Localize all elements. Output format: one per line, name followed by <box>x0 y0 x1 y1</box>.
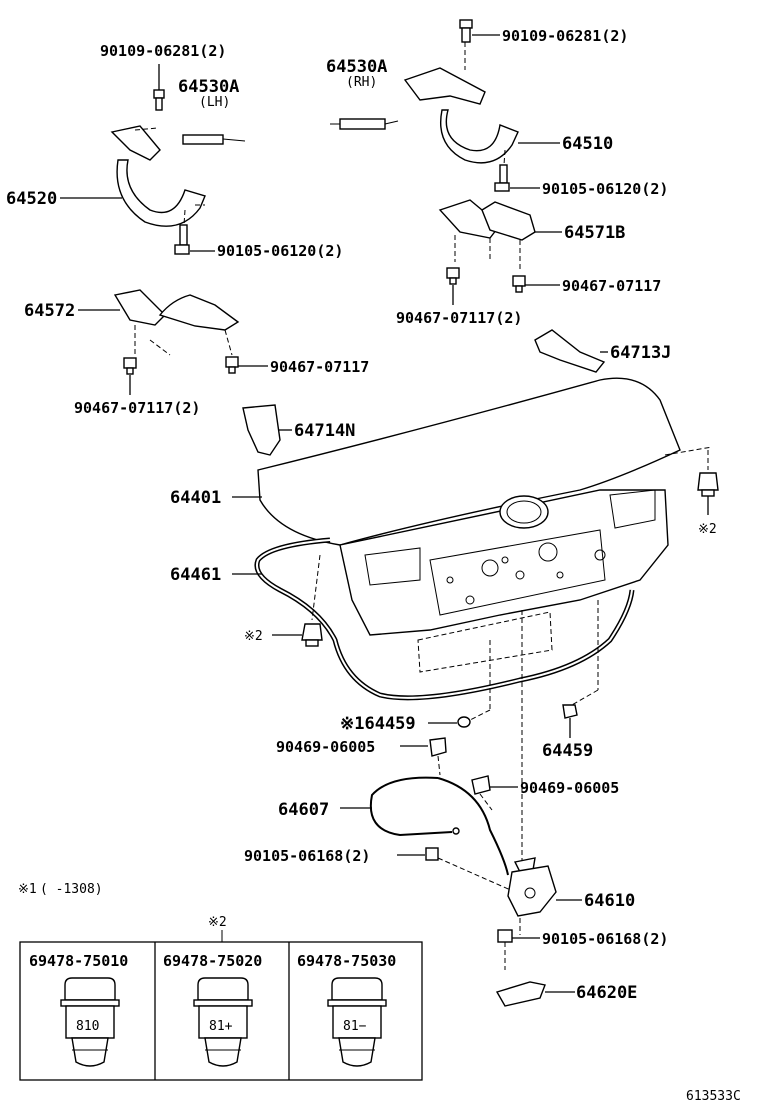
label-plug-1[interactable]: ※164459 <box>340 714 416 734</box>
cushion-part-no-1[interactable]: 69478-75010 <box>29 952 128 970</box>
label-bracket-rh[interactable]: 64571B <box>564 223 625 243</box>
label-clamp-1[interactable]: 90469-06005 <box>276 738 375 756</box>
label-clamp-2[interactable]: 90469-06005 <box>520 779 619 797</box>
label-cushion-right[interactable]: ※2 <box>698 522 717 537</box>
stay-lh-icon[interactable] <box>182 134 246 145</box>
label-cover-lh[interactable]: 64714N <box>294 421 355 441</box>
label-lock[interactable]: 64610 <box>584 891 635 911</box>
weatherstrip-icon[interactable] <box>254 537 635 701</box>
cushion-stamp-1: 810 <box>76 1019 99 1034</box>
footnote-text: ( -1308) <box>40 882 103 897</box>
cushion-left-icon[interactable] <box>301 623 323 647</box>
cover-rh-group: 64713J <box>534 329 671 373</box>
bracket-lh-group: 64572 90467-07117(2) 90467-07117 <box>24 289 369 417</box>
hinge-lh-icon[interactable] <box>110 125 206 227</box>
label-bolt-hinge-rh[interactable]: 90109-06281(2) <box>502 27 628 45</box>
hinge-lh-group: 90109-06281(2) 64530A (LH) 64520 90105-0… <box>6 42 343 260</box>
lock-icon[interactable] <box>507 857 557 917</box>
label-stay-rh[interactable]: 64530A <box>326 57 387 77</box>
label-cover-rh[interactable]: 64713J <box>610 343 671 363</box>
label-clip-bracket-rh-left[interactable]: 90467-07117(2) <box>396 309 522 327</box>
clip-bracket-lh-left-icon[interactable] <box>123 357 137 375</box>
label-bolt-lock-left[interactable]: 90105-06168(2) <box>244 847 370 865</box>
clip-bracket-rh-left-icon[interactable] <box>446 267 460 285</box>
cushion-left-group: ※2 <box>244 554 323 647</box>
bracket-rh-icon[interactable] <box>438 199 536 241</box>
label-plug-2[interactable]: 64459 <box>542 741 593 761</box>
luggage-lid-group: 64401 <box>170 377 681 636</box>
cushion-part-no-2[interactable]: 69478-75020 <box>163 952 262 970</box>
bolt-hinge-lh-lower-icon[interactable] <box>174 224 190 255</box>
cushion-stamp-2: 81+ <box>209 1019 233 1034</box>
label-hinge-rh[interactable]: 64510 <box>562 134 613 154</box>
plug-1-group: ※164459 <box>340 640 491 734</box>
cushion-part-no-3[interactable]: 69478-75030 <box>297 952 396 970</box>
label-weatherstrip[interactable]: 64461 <box>170 565 221 585</box>
cushion-variant-2-icon <box>193 977 253 1067</box>
clamp-1-icon[interactable] <box>429 737 447 757</box>
striker-icon[interactable] <box>495 981 546 1007</box>
label-bolt-hinge-lh-lower[interactable]: 90105-06120(2) <box>217 242 343 260</box>
label-stay-rh-side: (RH) <box>346 75 377 90</box>
cushion-table-mark: ※2 <box>208 915 227 930</box>
cushion-variant-3-icon <box>327 977 387 1067</box>
cover-lh-group: 64714N <box>242 404 355 456</box>
cable-group: 90469-06005 90469-06005 64607 90105-0616… <box>244 610 668 1007</box>
label-bolt-hinge-rh-lower[interactable]: 90105-06120(2) <box>542 180 668 198</box>
label-clip-bracket-rh[interactable]: 90467-07117 <box>562 277 661 295</box>
label-bolt-hinge-lh[interactable]: 90109-06281(2) <box>100 42 226 60</box>
bolt-lock-left-icon[interactable] <box>425 847 439 861</box>
cushion-table: ※2 69478-75010 69478-75020 69478-75030 8… <box>19 915 423 1081</box>
label-bolt-lock-right[interactable]: 90105-06168(2) <box>542 930 668 948</box>
plug-2-group: 64459 <box>542 600 599 761</box>
cover-lh-icon[interactable] <box>242 404 281 456</box>
plug-1-icon[interactable] <box>457 716 471 728</box>
cushion-right-icon[interactable] <box>697 472 719 497</box>
bolt-hinge-rh-lower-icon[interactable] <box>494 164 510 192</box>
cover-rh-icon[interactable] <box>534 329 606 373</box>
weatherstrip-group: 64461 <box>170 537 635 701</box>
clip-bracket-rh-icon[interactable] <box>512 275 526 293</box>
hinge-rh-group: 90109-06281(2) 64530A (RH) 64510 90105-0… <box>326 19 668 327</box>
clip-bracket-lh-right-icon[interactable] <box>225 356 239 374</box>
label-clip-bracket-lh-left[interactable]: 90467-07117(2) <box>74 399 200 417</box>
bolt-hinge-rh-icon[interactable] <box>459 19 473 43</box>
cable-icon[interactable] <box>369 776 509 876</box>
label-hinge-lh[interactable]: 64520 <box>6 189 57 209</box>
plug-2-icon[interactable] <box>562 704 578 719</box>
bolt-lock-right-icon[interactable] <box>497 929 513 943</box>
label-bracket-lh[interactable]: 64572 <box>24 301 75 321</box>
label-clip-bracket-lh-right[interactable]: 90467-07117 <box>270 358 369 376</box>
cushion-stamp-3: 81− <box>343 1019 367 1034</box>
cushion-right-group: ※2 <box>664 446 719 537</box>
footnote-mark: ※1 <box>18 882 37 897</box>
diagram-code: 613533C <box>686 1089 741 1104</box>
bolt-hinge-lh-icon[interactable] <box>153 89 165 111</box>
label-luggage-lid[interactable]: 64401 <box>170 488 221 508</box>
label-stay-lh-side: (LH) <box>199 95 230 110</box>
hinge-rh-icon[interactable] <box>403 67 519 164</box>
label-striker[interactable]: 64620E <box>576 983 637 1003</box>
cushion-variant-1-icon <box>60 977 120 1067</box>
luggage-lid-icon[interactable] <box>257 377 681 636</box>
clamp-2-icon[interactable] <box>471 775 491 795</box>
bracket-lh-icon[interactable] <box>113 289 240 331</box>
label-stay-lh[interactable]: 64530A <box>178 77 239 97</box>
stay-rh-icon[interactable] <box>330 118 399 130</box>
label-cable[interactable]: 64607 <box>278 800 329 820</box>
label-cushion-left[interactable]: ※2 <box>244 629 263 644</box>
